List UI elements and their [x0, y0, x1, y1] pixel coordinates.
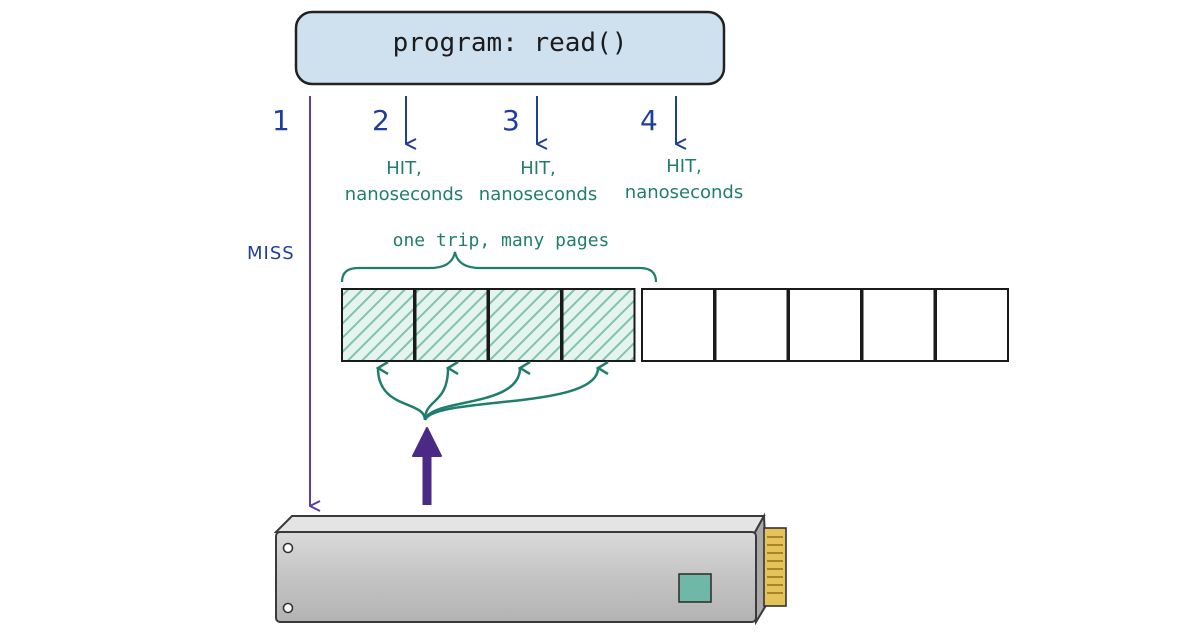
- step-4-hit-label: HIT, nanoseconds: [614, 154, 754, 206]
- step-1-miss-label: MISS: [247, 243, 295, 264]
- step-1-number: 1: [272, 104, 290, 137]
- step-3-hit-line1: HIT,: [520, 158, 556, 179]
- cached-page: [561, 288, 636, 362]
- step-3-hit-line2: nanoseconds: [478, 184, 598, 205]
- program-box: [294, 10, 726, 86]
- step-4-hit-line1: HIT,: [666, 156, 702, 177]
- cached-page: [488, 288, 562, 362]
- empty-page: [788, 288, 862, 362]
- empty-page: [861, 288, 936, 362]
- curly-brace-icon: [340, 251, 658, 283]
- program-label: program: read(): [392, 28, 628, 58]
- step-4-number: 4: [640, 104, 658, 137]
- cached-page: [341, 288, 415, 362]
- step-2-number: 2: [372, 104, 390, 137]
- empty-page: [935, 288, 1009, 362]
- branch-arrows-icon: [378, 368, 598, 421]
- fetch-up-arrow-icon: [412, 427, 442, 505]
- step-2-hit-line1: HIT,: [386, 158, 422, 179]
- step-3-number: 3: [502, 104, 520, 137]
- cached-page: [414, 288, 489, 362]
- step-4-hit-line2: nanoseconds: [624, 182, 744, 203]
- page-cache-row: [341, 288, 1009, 362]
- readahead-label: one trip, many pages: [392, 230, 610, 251]
- step-2-hit-line2: nanoseconds: [344, 184, 464, 205]
- ssd-drive-icon: [273, 512, 787, 626]
- empty-page: [714, 288, 789, 362]
- step-3-hit-label: HIT, nanoseconds: [468, 156, 608, 208]
- empty-page: [641, 288, 715, 362]
- step-2-hit-label: HIT, nanoseconds: [334, 156, 474, 208]
